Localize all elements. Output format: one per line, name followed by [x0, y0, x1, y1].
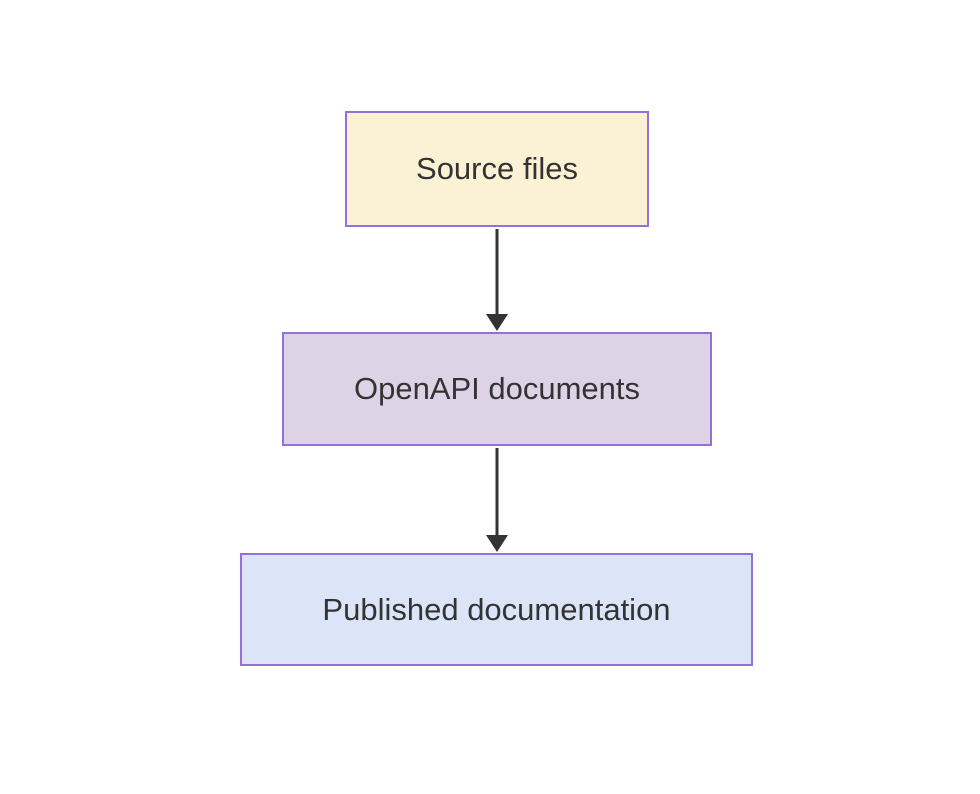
node-label: OpenAPI documents: [353, 371, 641, 407]
edge-source-to-openapi: [486, 229, 508, 331]
arrowhead-icon: [486, 535, 508, 552]
edge-openapi-to-published: [486, 448, 508, 552]
node-source-files: Source files: [345, 111, 649, 227]
node-openapi-documents: OpenAPI documents: [282, 332, 712, 446]
node-label: Published documentation: [322, 591, 671, 627]
arrowhead-icon: [486, 314, 508, 331]
node-published-documentation: Published documentation: [240, 553, 753, 666]
node-label: Source files: [416, 151, 578, 187]
